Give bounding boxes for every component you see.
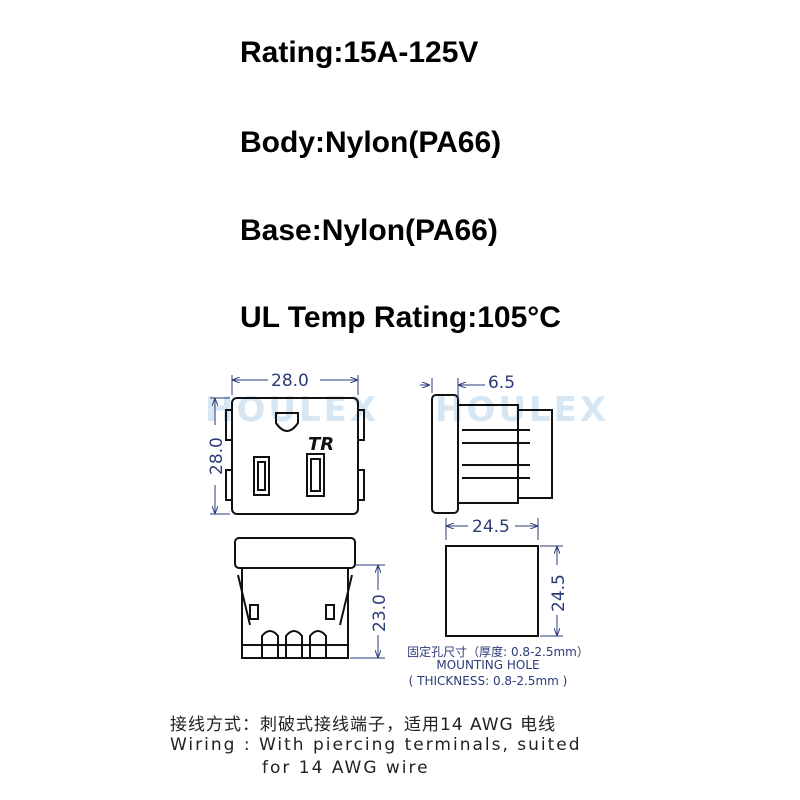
dim-side-depth: 6.5 <box>488 373 515 393</box>
mounting-hole-cn: 固定孔尺寸（厚度: 0.8-2.5mm） <box>407 645 589 659</box>
dim-hole-height: 24.5 <box>549 574 569 612</box>
side-view <box>431 394 553 514</box>
mounting-hole-square <box>445 545 539 637</box>
dim-front-width: 28.0 <box>271 371 309 391</box>
wiring-en-line1: Wiring : With piercing terminals, suited <box>170 735 582 755</box>
spec-rating: Rating:15A-125V <box>240 36 479 69</box>
dim-bottom-height: 23.0 <box>370 594 390 632</box>
spec-base: Base:Nylon(PA66) <box>240 214 498 247</box>
tr-logo: TR <box>308 434 334 455</box>
spec-body: Body:Nylon(PA66) <box>240 126 502 159</box>
wiring-en-line2: for 14 AWG wire <box>262 758 430 778</box>
ground-symbol-icon <box>275 412 299 432</box>
front-view <box>225 397 365 515</box>
dim-hole-width: 24.5 <box>472 517 510 537</box>
bottom-view <box>234 537 356 659</box>
wiring-cn: 接线方式：刺破式接线端子，适用14 AWG 电线 <box>170 715 557 735</box>
dim-front-height: 28.0 <box>207 437 227 475</box>
mounting-hole-thickness: ( THICKNESS: 0.8-2.5mm ) <box>408 674 568 688</box>
spec-ul-temp: UL Temp Rating:105°C <box>240 301 561 334</box>
mounting-hole-label: MOUNTING HOLE <box>436 658 540 672</box>
